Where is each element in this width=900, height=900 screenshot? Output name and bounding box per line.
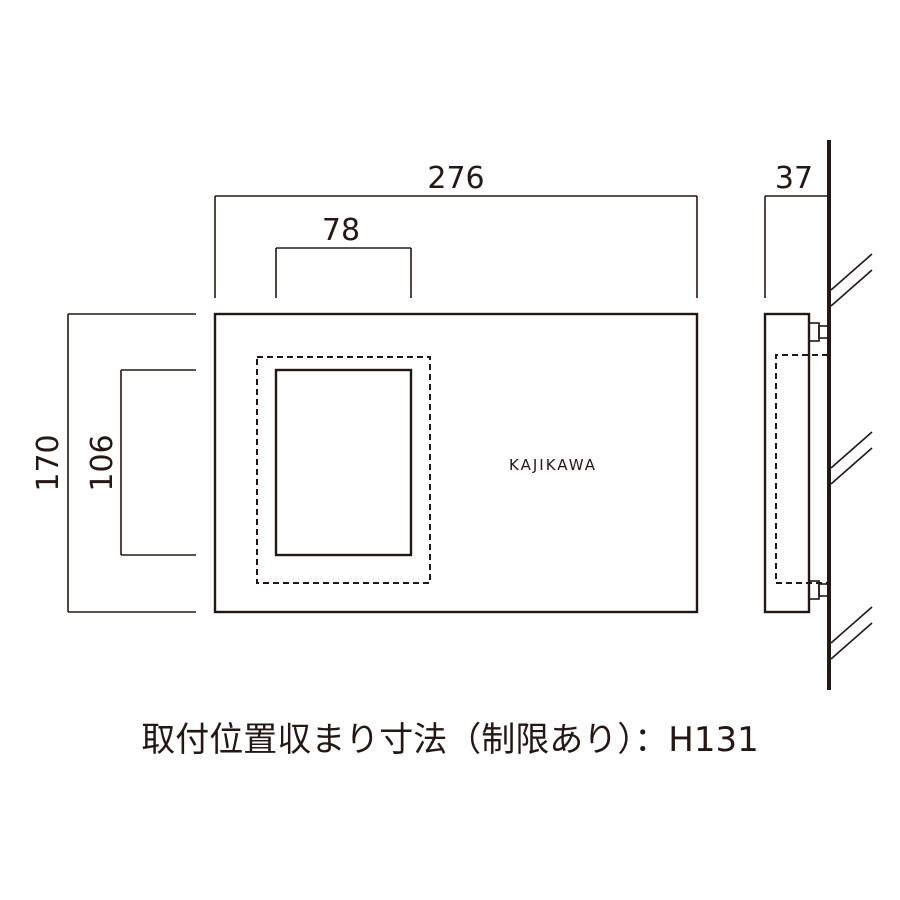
- lower-mounting-bracket: [808, 580, 830, 600]
- nameplate-text: KAJIKAWA: [509, 456, 597, 474]
- wall-hatching: [830, 253, 873, 660]
- mail-slot-opening: [274, 368, 413, 557]
- width-dimension-label: 276: [427, 161, 484, 196]
- height-dimension-label: 170: [31, 434, 66, 491]
- window-height-label: 106: [85, 434, 120, 491]
- mounting-area-dashed: [256, 356, 431, 584]
- mounting-caption: 取付位置収まり寸法（制限あり）：H131: [141, 720, 759, 760]
- width-dimension: 276: [214, 161, 698, 298]
- side-panel-outline: [763, 312, 811, 614]
- depth-dimension-label: 37: [775, 161, 813, 196]
- side-mounting-area-dashed: [775, 354, 828, 584]
- window-width-dimension: 78: [275, 213, 412, 298]
- upper-mounting-bracket: [808, 322, 830, 342]
- window-height-dimension: 106: [85, 369, 196, 556]
- depth-dimension: 37: [764, 161, 829, 298]
- front-panel-outline: [213, 312, 699, 614]
- height-dimension: 170: [31, 313, 196, 613]
- window-width-label: 78: [322, 213, 360, 248]
